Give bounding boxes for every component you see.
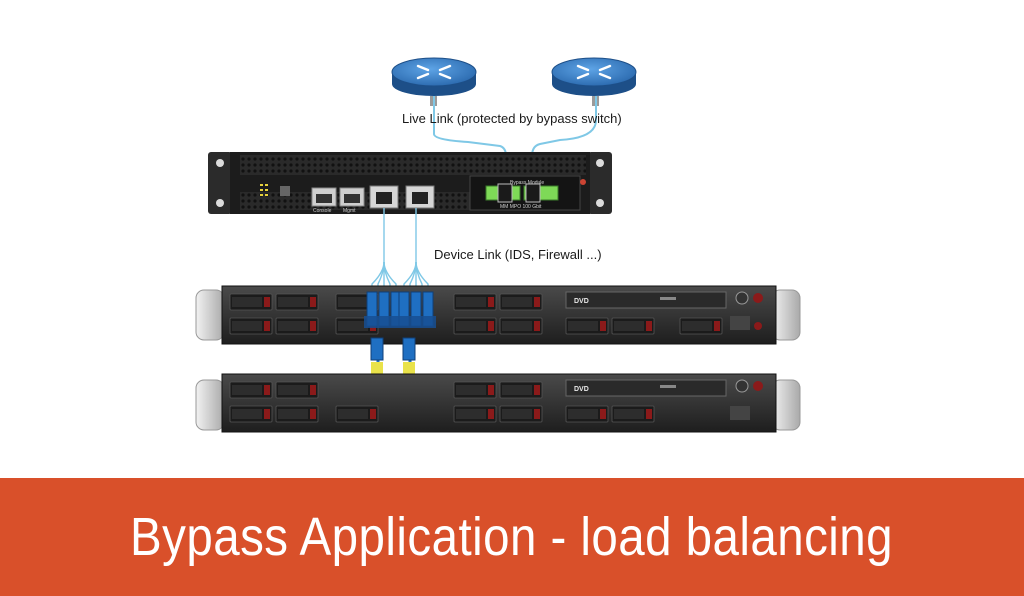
rack-server-top: DVD — [195, 285, 801, 345]
banner-title: Bypass Application - load balancing — [130, 507, 894, 567]
mgmt-port-label: Mgmt — [343, 208, 356, 214]
dvd-label-bottom: DVD — [574, 386, 589, 393]
dvd-label-top: DVD — [574, 298, 589, 305]
fiber-connector-array-top — [364, 291, 436, 328]
router-right-icon — [551, 57, 637, 106]
device-link-label: Device Link (IDS, Firewall ...) — [434, 247, 602, 262]
bypass-module-title: Bypass Module — [510, 180, 544, 186]
network-diagram: Console Mgmt Bypass Module MM MPO 100 Gb… — [195, 57, 801, 433]
live-link-label: Live Link (protected by bypass switch) — [402, 111, 622, 126]
rack-server-bottom: DVD — [195, 373, 801, 433]
bypass-switch: Console Mgmt Bypass Module MM MPO 100 Gb… — [208, 152, 612, 214]
router-left-icon — [391, 57, 477, 106]
bypass-module-caption: MM MPO 100 Gbit — [500, 204, 542, 210]
title-banner: Bypass Application - load balancing — [0, 478, 1024, 596]
console-port-label: Console — [313, 208, 332, 214]
